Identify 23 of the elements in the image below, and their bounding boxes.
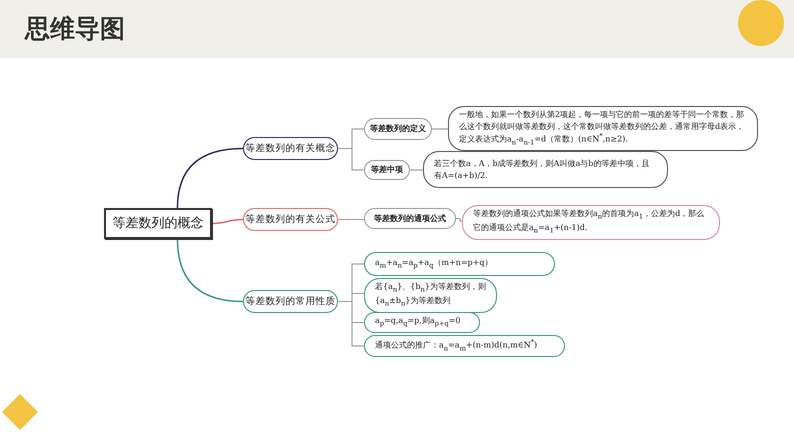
connector-line <box>338 219 364 220</box>
note-bubble: a$_{m}$+a$_{n}$=a$_{p}$+a$_{q}$（m+n=p+q） <box>364 252 555 276</box>
note-bubble: a$_{p}$=q,a$_{q}$=p,则a$_{p+q}$=0 <box>364 312 480 333</box>
note-bubble: 若三个数a，A，b成等差数列，则A叫做a与b的等差中项，且有A=(a+b)/2. <box>423 151 668 188</box>
branch-box: 等差数列的有关概念 <box>243 137 338 160</box>
branch-curve <box>176 148 244 208</box>
branch-box: 等差数列的常用性质 <box>243 290 338 313</box>
branch-box: 等差数列的有关公式 <box>243 208 338 231</box>
note-bubble: 等差数列的通项公式如果等差数列a$_{n}$的首项为a$_{1}$，公差为d，那么它的通项公式是a$_{n}$=a$_{1}$+(n-1)d. <box>462 205 720 240</box>
topic-box: 等差中项 <box>364 160 410 180</box>
note-bubble: 一般地，如果一个数列从第2项起，每一项与它的前一项的差等于同一个常数，那么这个数列就叫做等差数列，这个常数叫做等差数列的公差，通常用字母d表示，定义表达式为a$_{n}$-a$_{n-1}$=d（常数）(n∈N$^{*}$,n≥2). <box>448 106 758 152</box>
note-bubble: 通项公式的推广：a$_{n}$=a$_{m}$+(n-m)d(n,m∈N$^{*}$) <box>364 335 565 357</box>
connector-line <box>338 301 364 346</box>
branch-curve <box>212 218 244 224</box>
connector-line <box>338 148 364 170</box>
root-box: 等差数列的概念 <box>104 208 212 239</box>
note-bubble: 若{a$_{n}$}、{b$_{n}$}为等差数列，则{a$_{n}$±b$_{n}$}为等差数列 <box>364 278 497 313</box>
topic-box: 等差数列的定义 <box>364 118 432 140</box>
connector-line <box>432 128 448 130</box>
connector-line <box>456 218 462 222</box>
topic-box: 等差数列的通项公式 <box>364 208 456 229</box>
title: 思维导图 <box>25 14 125 44</box>
branch-curve <box>176 238 244 302</box>
